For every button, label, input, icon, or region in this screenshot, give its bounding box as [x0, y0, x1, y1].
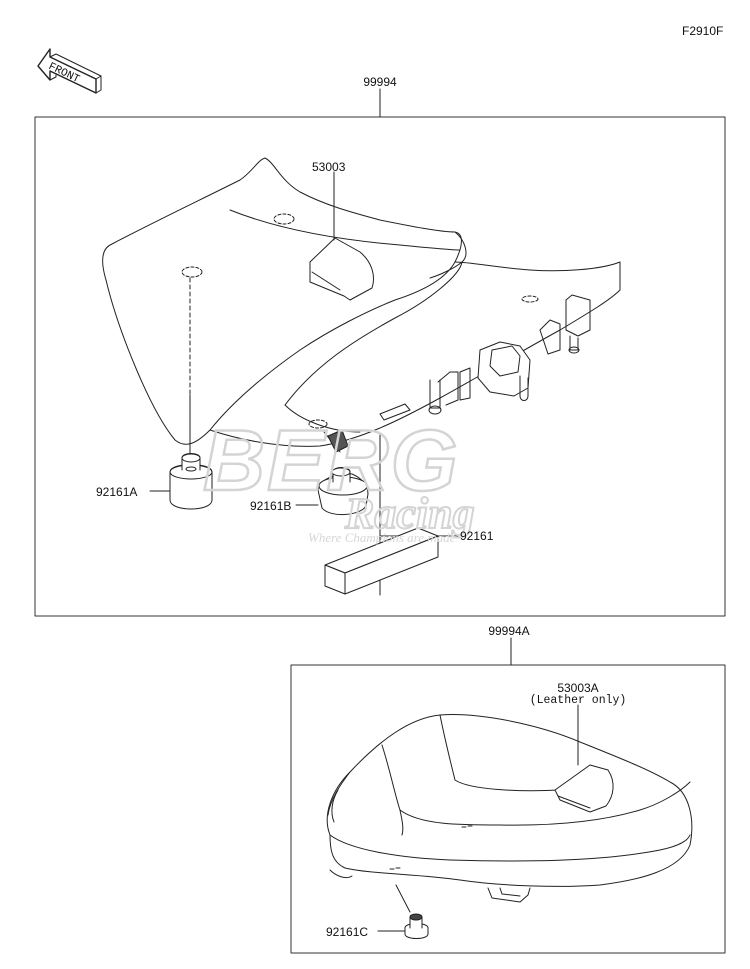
- watermark-tagline: Where Champions are made: [308, 530, 456, 545]
- grommet-92161c-illustration: [404, 913, 429, 939]
- seat-main-illustration: [102, 157, 621, 596]
- group-id-lower[interactable]: 99994A: [488, 624, 530, 638]
- seat-rear-illustration: [326, 704, 693, 932]
- group-id-upper[interactable]: 99994: [363, 75, 397, 89]
- part-label-53003[interactable]: 53003: [312, 160, 346, 174]
- block-92161-illustration: [324, 527, 439, 595]
- part-note-leather-only: (Leather only): [529, 694, 627, 707]
- damper-92161b-illustration: [295, 429, 369, 515]
- group-box-lower: [290, 664, 726, 954]
- part-label-53003a[interactable]: 53003A: [557, 681, 599, 695]
- damper-92161a-illustration: [149, 453, 213, 510]
- part-label-92161[interactable]: 92161: [460, 529, 494, 543]
- part-label-92161b[interactable]: 92161B: [250, 499, 292, 513]
- part-label-92161c[interactable]: 92161C: [326, 925, 369, 939]
- front-arrow-icon: [37, 48, 102, 94]
- part-label-92161a[interactable]: 92161A: [96, 485, 138, 499]
- figure-code: F2910F: [682, 24, 724, 38]
